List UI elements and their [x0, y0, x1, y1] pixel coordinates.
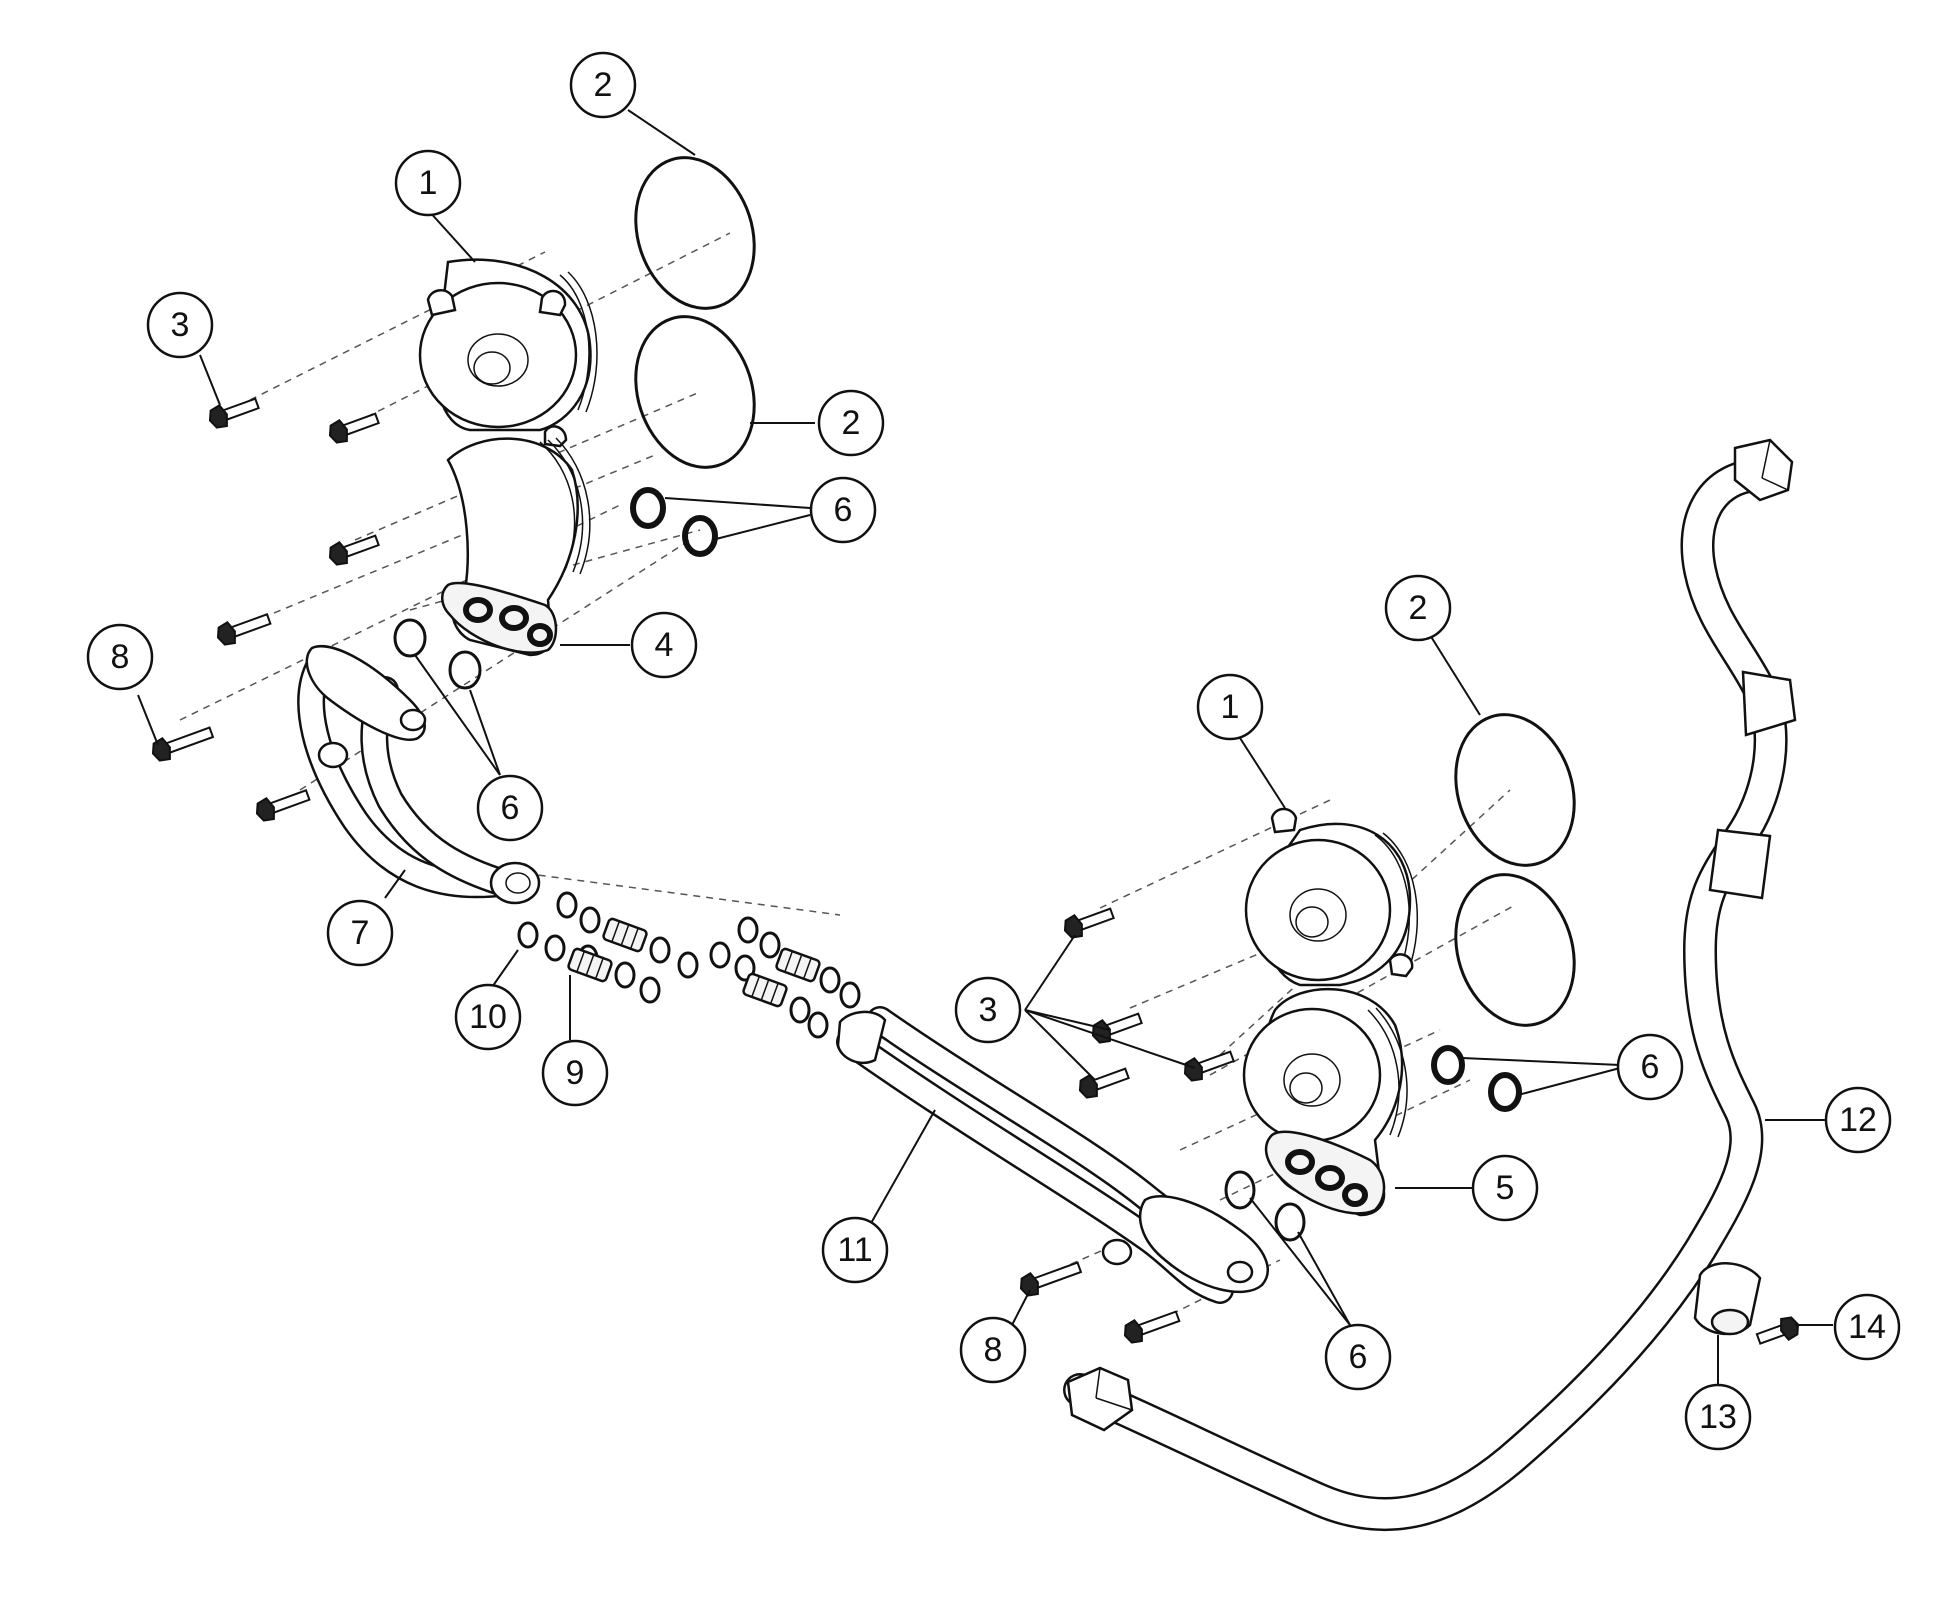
- lower-large-oring-1: [1454, 713, 1576, 867]
- callout-label: 8: [984, 1331, 1003, 1369]
- callout-label: 10: [469, 998, 507, 1036]
- hose-clamp-bracket: [1693, 1262, 1762, 1336]
- callout-3-lower: 3: [954, 976, 1022, 1044]
- lower-small-oring-2: [1488, 1072, 1522, 1112]
- callout-5: 5: [1471, 1154, 1539, 1222]
- upper-bolt-2: [328, 412, 380, 444]
- upper-return-pipe: [297, 645, 541, 905]
- callout-6-upper-left: 6: [476, 774, 544, 842]
- lower-bolt-3: [1183, 1050, 1235, 1082]
- lower-small-oring-3: [1224, 1170, 1256, 1210]
- callout-label: 8: [111, 638, 130, 676]
- callout-label: 3: [171, 306, 190, 344]
- callout-label: 11: [837, 1231, 872, 1269]
- callout-label: 4: [655, 626, 674, 664]
- upper-filter-cover: [418, 258, 598, 448]
- callout-label: 9: [566, 1054, 585, 1092]
- lower-bolt-4: [1078, 1067, 1130, 1099]
- callout-2-upper-right: 2: [817, 389, 885, 457]
- upper-bolt-5: [151, 726, 215, 762]
- callout-8-upper: 8: [86, 623, 154, 691]
- callout-label: 7: [351, 914, 370, 952]
- callout-label: 3: [979, 991, 998, 1029]
- callout-14: 14: [1833, 1293, 1901, 1361]
- callout-6-lower: 6: [1324, 1323, 1392, 1391]
- callout-4: 4: [630, 611, 698, 679]
- callout-3-upper: 3: [146, 291, 214, 359]
- callout-8-lower: 8: [959, 1316, 1027, 1384]
- lower-filter-housing: [1242, 987, 1408, 1217]
- lower-small-oring-1: [1431, 1045, 1465, 1085]
- callout-label: 2: [594, 66, 613, 104]
- callout-9: 9: [541, 1039, 609, 1107]
- callout-1-lower: 1: [1196, 673, 1264, 741]
- upper-filter-housing: [441, 437, 591, 657]
- upper-small-oring-2: [682, 515, 718, 557]
- callout-label: 13: [1699, 1398, 1737, 1436]
- lower-bolt-5: [1019, 1261, 1083, 1297]
- lower-small-oring-4: [1274, 1202, 1306, 1242]
- callout-6-lower-right: 6: [1616, 1033, 1684, 1101]
- callout-2-lower: 2: [1384, 574, 1452, 642]
- callout-label: 1: [1221, 688, 1240, 726]
- callout-label: 6: [1349, 1338, 1368, 1376]
- lower-return-pipe: [836, 1006, 1269, 1304]
- connector-sleeves-lower: [709, 916, 861, 1039]
- callout-label: 6: [501, 789, 520, 827]
- bracket-bolt: [1755, 1316, 1800, 1345]
- lower-filter-cover: [1244, 807, 1418, 987]
- upper-bolt-1: [208, 397, 260, 429]
- upper-small-oring-3: [393, 618, 427, 658]
- callout-2-top: 2: [569, 51, 637, 119]
- callout-7: 7: [326, 899, 394, 967]
- lower-large-oring-2: [1454, 873, 1576, 1027]
- callout-label: 14: [1848, 1308, 1886, 1346]
- callout-1-upper: 1: [394, 149, 462, 217]
- upper-bolt-4: [216, 613, 272, 646]
- main-hose: [1063, 438, 1797, 1532]
- upper-large-oring-2: [634, 315, 756, 469]
- callout-label: 12: [1839, 1101, 1877, 1139]
- leader-lines: [137, 109, 1833, 1385]
- lower-bolt-6: [1123, 1310, 1181, 1344]
- callout-11: 11: [821, 1216, 889, 1284]
- callout-6-upper-right: 6: [809, 476, 877, 544]
- callout-label: 5: [1496, 1169, 1515, 1207]
- callout-label: 2: [842, 404, 861, 442]
- callout-label: 6: [1641, 1048, 1660, 1086]
- connector-sleeves-upper: [517, 891, 699, 1004]
- upper-small-oring-4: [448, 650, 482, 690]
- upper-bolt-3: [328, 534, 380, 566]
- upper-bolt-6: [255, 789, 311, 822]
- lower-bolt-1: [1063, 907, 1115, 939]
- upper-large-oring-1: [634, 156, 756, 310]
- upper-small-oring-1: [630, 487, 666, 529]
- callout-12: 12: [1824, 1086, 1892, 1154]
- callout-label: 6: [834, 491, 853, 529]
- callout-label: 1: [419, 164, 438, 202]
- callout-10: 10: [454, 983, 522, 1051]
- callout-label: 2: [1409, 589, 1428, 627]
- callout-13: 13: [1684, 1383, 1752, 1451]
